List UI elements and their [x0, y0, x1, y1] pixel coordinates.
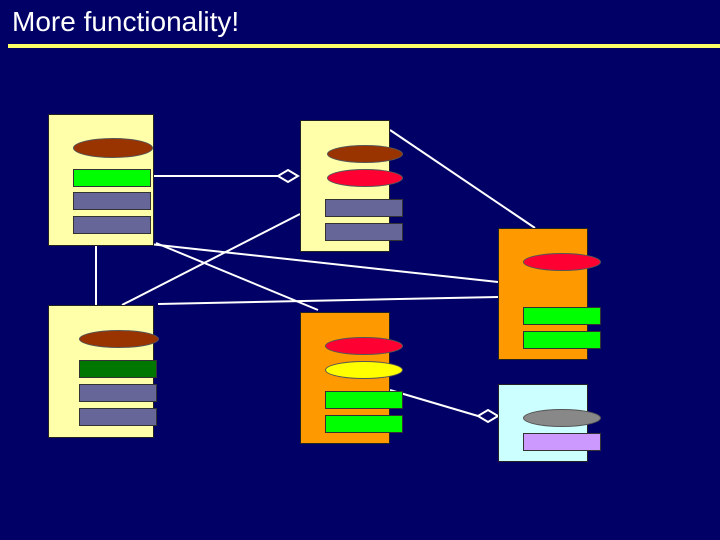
method-bar [73, 192, 151, 210]
method-bar [73, 216, 151, 234]
attribute-oval [325, 337, 403, 355]
method-bar [79, 360, 157, 378]
attribute-oval [327, 145, 403, 163]
connector-c-b [121, 213, 301, 306]
class-box-f [498, 384, 601, 462]
attribute-oval [327, 169, 403, 187]
aggregation-diamond-f [476, 408, 500, 424]
attribute-oval [523, 409, 601, 427]
method-bar [79, 408, 157, 426]
slide-title: More functionality! [12, 6, 240, 37]
class-box-b [300, 120, 403, 252]
method-bar [79, 384, 157, 402]
attribute-oval [325, 361, 403, 379]
class-box-d [300, 312, 403, 444]
title-underline [8, 44, 720, 48]
method-bar [325, 223, 403, 241]
connector-a-d [155, 242, 319, 311]
method-bar [325, 391, 403, 409]
method-bar [325, 199, 403, 217]
method-bar [73, 169, 151, 187]
connector-c-e [157, 296, 499, 305]
method-bar [523, 433, 601, 451]
class-box-a [48, 114, 154, 246]
attribute-oval [73, 138, 153, 158]
attribute-oval [79, 330, 159, 348]
connector-a-e [139, 242, 499, 283]
aggregation-diamond-b [276, 168, 300, 184]
method-bar [325, 415, 403, 433]
class-box-c [48, 305, 159, 438]
method-bar [523, 307, 601, 325]
connector-b-e [389, 129, 536, 229]
class-box-e [498, 228, 601, 360]
connector-d-f [389, 389, 479, 417]
attribute-oval [523, 253, 601, 271]
method-bar [523, 331, 601, 349]
